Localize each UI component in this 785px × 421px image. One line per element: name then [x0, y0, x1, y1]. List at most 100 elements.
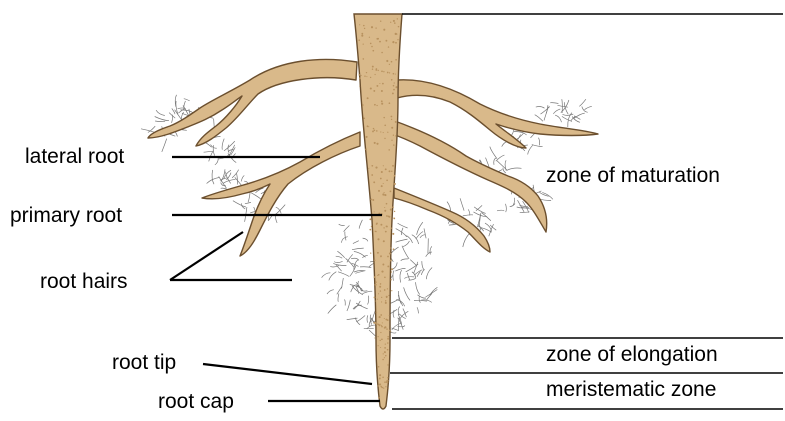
root-hair-stroke	[416, 282, 420, 294]
root-stipple-dot	[373, 181, 375, 183]
root-stipple-dot	[380, 255, 382, 257]
root-hair-stroke	[528, 145, 533, 154]
root-stipple-dot	[385, 168, 387, 170]
root-stipple-dot	[393, 73, 395, 75]
root-stipple-dot	[384, 318, 385, 319]
root-stipple-dot	[388, 295, 389, 296]
root-hair-stroke	[328, 305, 337, 314]
root-stipple-dot	[375, 167, 377, 169]
label-primary-root: primary root	[10, 205, 122, 226]
root-stipple-dot	[361, 35, 363, 37]
root-stipple-dot	[376, 223, 378, 225]
root-stipple-dot	[381, 70, 383, 72]
root-stipple-dot	[380, 347, 381, 348]
root-stipple-dot	[364, 75, 365, 76]
root-hair-stroke	[420, 235, 425, 238]
root-hair-stroke	[346, 258, 354, 267]
root-stipple-dot	[385, 302, 387, 304]
root-stipple-dot	[371, 226, 372, 227]
root-stipple-dot	[374, 211, 375, 212]
root-stipple-dot	[369, 218, 371, 220]
root-hair-stroke	[155, 117, 169, 121]
root-stipple-dot	[393, 144, 394, 145]
root-stipple-dot	[383, 227, 384, 228]
root-hair-stroke	[418, 295, 427, 298]
root-hair-stroke	[360, 267, 371, 268]
root-stipple-dot	[391, 119, 392, 120]
root-stipple-dot	[381, 301, 382, 302]
root-hair-stroke	[401, 228, 403, 235]
root-hair-stroke	[539, 138, 540, 146]
root-stipple-dot	[394, 22, 396, 24]
root-stipple-dot	[393, 135, 394, 136]
root-stipple-dot	[376, 105, 377, 106]
root-hair-stroke	[338, 293, 339, 301]
root-hair-stroke	[496, 155, 505, 161]
root-hair-stroke	[361, 290, 367, 291]
root-hair-stroke	[404, 287, 410, 300]
root-stipple-dot	[375, 282, 376, 283]
root-stipple-dot	[363, 44, 364, 45]
root-hair-stroke	[426, 268, 432, 280]
root-hair-stroke	[422, 261, 425, 270]
root-stipple-dot	[382, 264, 384, 266]
root-stipple-dot	[390, 331, 391, 332]
label-root-hairs: root hairs	[40, 271, 128, 292]
root-stipple-dot	[397, 39, 398, 40]
root-stipple-dot	[383, 165, 384, 166]
root-hair-stroke	[338, 272, 349, 277]
root-stipple-dot	[386, 215, 388, 217]
root-stipple-dot	[391, 290, 392, 291]
root-stipple-dot	[376, 143, 378, 145]
root-hair-stroke	[237, 174, 238, 185]
root-stipple-dot	[378, 397, 380, 399]
root-stipple-dot	[363, 25, 364, 26]
label-root-cap: root cap	[158, 391, 234, 412]
root-stipple-dot	[380, 340, 381, 341]
root-hair-stroke	[327, 290, 334, 294]
root-stipple-dot	[388, 388, 389, 389]
root-hair-stroke	[426, 252, 432, 257]
root-stipple-dot	[383, 353, 384, 354]
root-stipple-dot	[382, 359, 384, 361]
root-stipple-dot	[385, 300, 386, 301]
root-stipple-dot	[383, 132, 384, 133]
root-hair-stroke	[507, 168, 522, 170]
root-hair-stroke	[204, 151, 213, 152]
root-stipple-dot	[392, 233, 394, 235]
root-stipple-dot	[389, 102, 391, 104]
root-stipple-dot	[379, 383, 381, 385]
root-stipple-dot	[372, 199, 374, 201]
root-stipple-dot	[392, 165, 394, 167]
root-stipple-dot	[379, 316, 381, 318]
root-hair-stroke	[532, 145, 543, 147]
root-stipple-dot	[377, 238, 379, 240]
root-stipple-dot	[384, 207, 385, 208]
root-stipple-dot	[383, 71, 384, 72]
root-stipple-dot	[387, 319, 389, 321]
root-stipple-dot	[385, 343, 386, 344]
root-stipple-dot	[385, 40, 387, 42]
root-stipple-dot	[376, 85, 378, 87]
root-stipple-dot	[384, 192, 385, 193]
root-hair-stroke	[233, 201, 246, 207]
root-hair-stroke	[460, 198, 464, 210]
root-stipple-dot	[390, 247, 391, 248]
root-stipple-dot	[391, 140, 392, 141]
root-stipple-dot	[391, 228, 392, 229]
root-stipple-dot	[390, 22, 391, 23]
root-stipple-dot	[358, 39, 360, 41]
root-stipple-dot	[382, 83, 384, 85]
root-stipple-dot	[380, 178, 382, 180]
root-stipple-dot	[386, 203, 388, 205]
root-stipple-dot	[398, 26, 400, 28]
root-stipple-dot	[363, 58, 365, 60]
root-hair-stroke	[403, 241, 409, 247]
root-stipple-dot	[395, 86, 397, 88]
leader-root-hairs-up	[170, 232, 243, 280]
root-stipple-dot	[387, 265, 389, 267]
root-stipple-dot	[377, 299, 378, 300]
lateral-root-upper-left	[148, 59, 357, 146]
root-hair-stroke	[414, 300, 427, 301]
